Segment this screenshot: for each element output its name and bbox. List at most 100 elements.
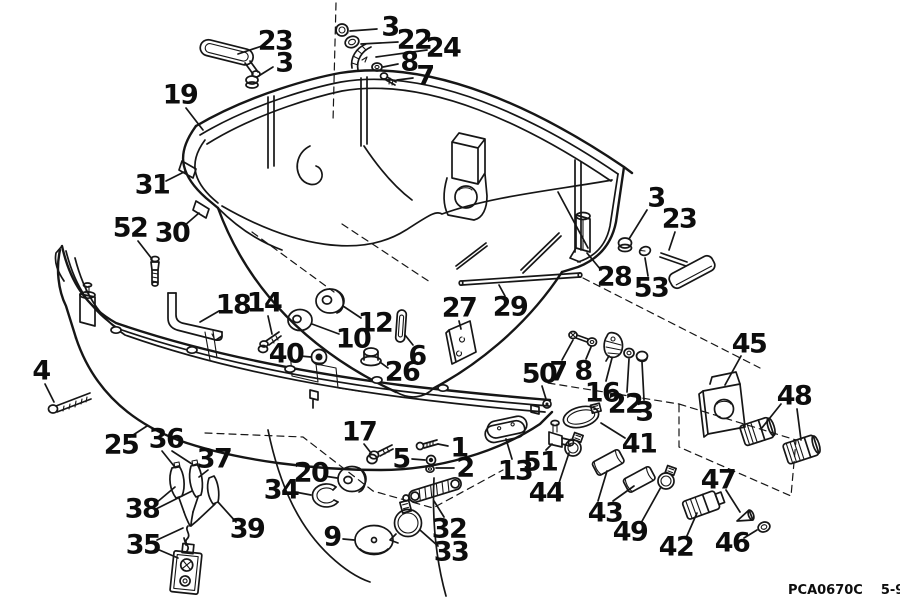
part-handle-23-right bbox=[659, 252, 716, 290]
callout-3: 3 bbox=[381, 11, 400, 43]
leader-line bbox=[199, 310, 220, 323]
leader-line bbox=[267, 315, 273, 335]
leader-line bbox=[129, 425, 148, 438]
part-hose-clamp-49 bbox=[657, 464, 677, 490]
callout-10: 10 bbox=[335, 323, 372, 355]
callout-23: 23 bbox=[257, 25, 294, 57]
callout-2: 2 bbox=[456, 452, 475, 484]
callout-23: 23 bbox=[661, 203, 698, 235]
leader-line bbox=[360, 41, 399, 45]
callout-46: 46 bbox=[714, 527, 751, 559]
leader-line bbox=[137, 240, 153, 260]
callout-50: 50 bbox=[521, 358, 558, 390]
callout-4: 4 bbox=[32, 355, 51, 387]
part-elbow-fitting-51 bbox=[548, 419, 575, 448]
part-pins-and-rod-29 bbox=[455, 232, 583, 287]
part-bracket-16 bbox=[603, 331, 624, 362]
callout-17: 17 bbox=[341, 416, 378, 448]
callout-22: 22 bbox=[396, 24, 433, 56]
leader-line bbox=[605, 357, 613, 382]
leader-line bbox=[541, 385, 547, 400]
part-screw-7-right bbox=[568, 330, 589, 343]
leader-line bbox=[349, 28, 378, 32]
leader-line bbox=[183, 212, 200, 227]
leader-line bbox=[404, 334, 414, 346]
callout-51: 51 bbox=[522, 446, 559, 478]
callout-19: 19 bbox=[162, 79, 199, 111]
part-fittings-48 bbox=[739, 416, 821, 465]
callout-33: 33 bbox=[433, 536, 470, 568]
callout-35: 35 bbox=[125, 529, 162, 561]
leader-line bbox=[498, 284, 506, 297]
part-flange-45 bbox=[698, 371, 746, 438]
leader-line bbox=[668, 231, 676, 251]
callout-14: 14 bbox=[246, 287, 283, 319]
part-grommet-10 bbox=[287, 308, 313, 332]
leader-line bbox=[165, 171, 185, 182]
part-nut-3-top-left bbox=[245, 75, 259, 89]
leader-line bbox=[640, 486, 662, 524]
callout-42: 42 bbox=[658, 531, 695, 563]
part-cone-47 bbox=[736, 509, 755, 522]
leader-line bbox=[161, 450, 175, 467]
callout-48: 48 bbox=[776, 380, 813, 412]
callout-26: 26 bbox=[384, 356, 421, 388]
part-elbow-tube-18 bbox=[167, 292, 223, 342]
callout-3: 3 bbox=[647, 182, 666, 214]
callout-39: 39 bbox=[229, 513, 266, 545]
leader-line bbox=[796, 408, 802, 441]
callout-16: 16 bbox=[584, 377, 621, 409]
leader-line bbox=[198, 469, 209, 478]
callout-12: 12 bbox=[357, 307, 394, 339]
part-hose-clamp-44 bbox=[564, 431, 584, 457]
callout-6: 6 bbox=[408, 340, 427, 372]
callout-29: 29 bbox=[492, 291, 529, 323]
part-wedge-plate-27 bbox=[445, 320, 477, 365]
part-screw-52 bbox=[150, 255, 160, 287]
callout-28: 28 bbox=[596, 261, 633, 293]
part-washer-46 bbox=[757, 521, 771, 533]
part-grommet-12 bbox=[315, 288, 345, 314]
part-nut-3-right2 bbox=[635, 350, 649, 363]
leader-line bbox=[433, 500, 445, 518]
part-link-32 bbox=[408, 477, 462, 503]
part-wires-connector-35 bbox=[169, 511, 203, 596]
leader-line bbox=[724, 355, 742, 386]
part-code: PCA0670C bbox=[788, 583, 863, 598]
part-hoses-43 bbox=[591, 448, 656, 493]
callout-27: 27 bbox=[441, 292, 478, 324]
leader-line bbox=[171, 450, 193, 465]
part-fastener-stack-top bbox=[335, 23, 397, 86]
part-clip-53 bbox=[638, 245, 652, 257]
leader-line bbox=[760, 403, 782, 430]
leader-line bbox=[155, 486, 176, 504]
leader-line bbox=[585, 346, 592, 360]
leader-line bbox=[342, 538, 355, 541]
leader-line bbox=[725, 489, 741, 513]
part-washer-2 bbox=[425, 464, 435, 474]
callout-43: 43 bbox=[587, 497, 624, 529]
leader-line bbox=[217, 501, 237, 523]
part-screw-17 bbox=[366, 444, 394, 465]
callout-45: 45 bbox=[731, 328, 768, 360]
leader-line bbox=[505, 438, 513, 460]
leader-line bbox=[396, 77, 414, 81]
callout-49: 49 bbox=[612, 516, 649, 548]
part-strip-31 bbox=[178, 160, 197, 179]
callout-34: 34 bbox=[263, 474, 300, 506]
part-ring-34 bbox=[311, 483, 339, 508]
callout-47: 47 bbox=[700, 464, 737, 496]
leader-line bbox=[597, 470, 608, 502]
leader-line bbox=[363, 443, 372, 454]
callout-9: 9 bbox=[323, 521, 342, 553]
leader-line bbox=[586, 252, 602, 271]
callout-8: 8 bbox=[574, 355, 593, 387]
part-latch-28 bbox=[557, 191, 591, 263]
upper-cowl-body bbox=[79, 69, 634, 398]
callout-36: 36 bbox=[148, 423, 185, 455]
lower-pan-body bbox=[54, 244, 554, 597]
callout-41: 41 bbox=[621, 428, 658, 460]
callout-44: 44 bbox=[528, 477, 565, 509]
